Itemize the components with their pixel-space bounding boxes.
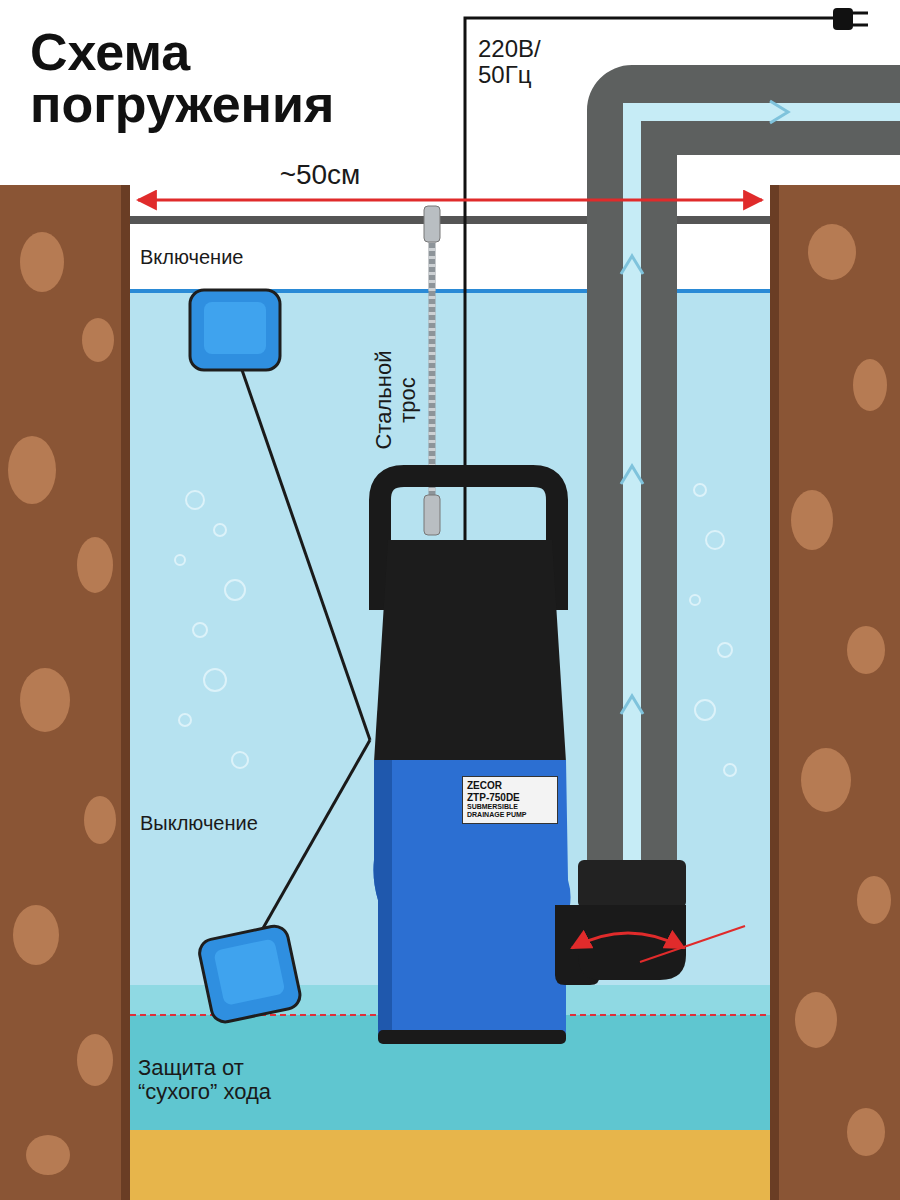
pump-nameplate: ZECORZTP-750DESUBMERSIBLE DRAINAGE PUMP <box>462 776 558 824</box>
lower-float-body <box>197 924 302 1025</box>
pump-shade <box>374 760 393 1040</box>
rotation-arrow <box>572 933 684 948</box>
stone <box>847 1108 885 1156</box>
cable-clamp <box>424 206 440 242</box>
pump-body <box>374 760 571 1044</box>
plug-pin <box>853 24 868 27</box>
plug-body <box>833 8 853 30</box>
nameplate-text: ZECOR <box>467 780 553 792</box>
bubble <box>706 531 724 549</box>
flow-arrow <box>621 256 643 274</box>
stone <box>791 490 833 550</box>
bubble <box>695 700 715 720</box>
ground-right <box>770 185 900 1200</box>
nameplate-text: ZTP-750DE <box>467 792 553 804</box>
discharge-pipe <box>632 110 900 885</box>
pump-base <box>378 1030 566 1044</box>
plug-symbol <box>833 8 868 30</box>
bubble <box>225 580 245 600</box>
stone <box>795 992 837 1048</box>
flow-arrow <box>621 466 643 484</box>
bubble <box>690 595 700 605</box>
pump-symbol <box>374 476 687 1044</box>
ground-edge <box>770 185 779 1200</box>
ground-left <box>0 185 130 1200</box>
stone <box>20 668 70 732</box>
dry-run-label-wrap: Защита от “сухого” хода <box>138 1056 318 1104</box>
stone <box>13 905 59 965</box>
ground-edge <box>121 185 130 1200</box>
width-dimension-arrow <box>138 199 762 202</box>
stone <box>20 232 64 292</box>
steel-cable-label: Стальной трос <box>372 345 420 455</box>
on-level-label: Включение <box>140 246 310 268</box>
plug-pin <box>853 12 868 15</box>
stone <box>801 748 851 812</box>
title-wrap: Схема погружения <box>30 26 420 130</box>
stone <box>857 876 891 924</box>
bubble <box>175 555 185 565</box>
sand <box>130 1130 770 1200</box>
diagram-title: Схема погружения <box>30 26 420 130</box>
stone <box>82 318 114 362</box>
steel-cable-label-wrap: Стальной трос <box>372 345 420 455</box>
power-label-wrap: 220В/ 50Гц <box>478 36 560 89</box>
water-flow <box>632 112 900 875</box>
stone <box>84 796 116 844</box>
width-dimension: ~50см <box>250 160 390 191</box>
bubble <box>186 491 204 509</box>
pump-motor-housing <box>374 540 566 762</box>
stone <box>853 359 887 411</box>
dry-run-label: Защита от “сухого” хода <box>138 1056 318 1104</box>
bubble <box>724 764 736 776</box>
stone <box>26 1135 70 1175</box>
float-cable <box>262 740 370 930</box>
bubble <box>193 623 207 637</box>
float-shine <box>204 302 266 354</box>
upper-float <box>190 290 280 370</box>
stone <box>808 224 856 280</box>
pipe-coupling <box>578 860 686 908</box>
on-level-label-wrap: Включение <box>140 246 310 268</box>
flow-arrow <box>770 101 788 123</box>
cable-clamp <box>424 495 440 535</box>
off-level-label: Выключение <box>140 812 310 834</box>
bubble <box>718 643 732 657</box>
rotation-pointer <box>640 926 745 962</box>
float-cable <box>242 370 370 740</box>
power-label: 220В/ 50Гц <box>478 36 560 89</box>
bubble <box>214 524 226 536</box>
lower-float <box>197 924 302 1025</box>
stone <box>77 537 113 593</box>
ground-stones <box>8 224 891 1175</box>
bubble <box>232 752 248 768</box>
bubble <box>179 714 191 726</box>
flow-arrows <box>621 101 788 714</box>
stone <box>77 1034 113 1086</box>
off-level-label-wrap: Выключение <box>140 812 310 834</box>
nameplate-text: SUBMERSIBLE DRAINAGE PUMP <box>467 803 553 819</box>
bubble <box>204 669 226 691</box>
float-shine <box>213 938 285 1006</box>
flow-arrow <box>621 696 643 714</box>
stone <box>8 436 56 504</box>
width-dimension-wrap: ~50см <box>250 160 390 191</box>
bubble <box>694 484 706 496</box>
dry-run-zone <box>130 1015 770 1130</box>
stone <box>847 626 885 674</box>
